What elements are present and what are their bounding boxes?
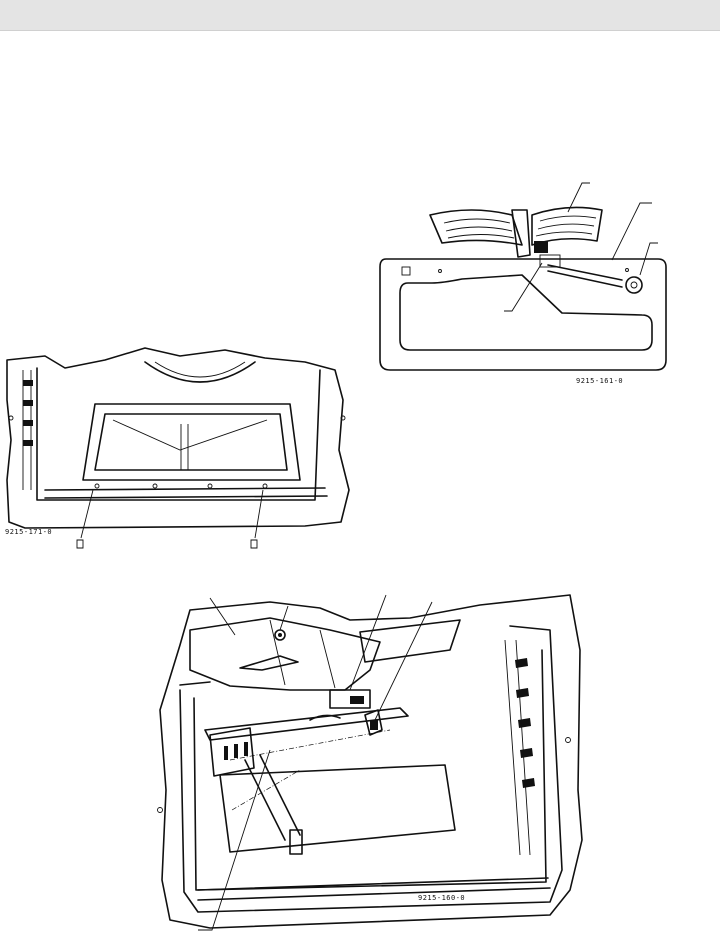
oven-interior-drawing [157, 594, 583, 931]
viewer-toolbar [0, 0, 720, 31]
figure-code: 9215-161-0 [576, 377, 624, 385]
burner-box-diagram: 9215-171-0 [5, 340, 355, 550]
oven-interior-diagram: 9215-160-0 [150, 590, 590, 935]
door-panel-diagram: 9215-161-0 [372, 175, 672, 390]
figure-code: 9215-171-0 [5, 528, 53, 536]
burner-box-drawing [6, 347, 350, 549]
figure-code: 9215-160-0 [418, 894, 466, 902]
door-panel-drawing [379, 182, 667, 371]
